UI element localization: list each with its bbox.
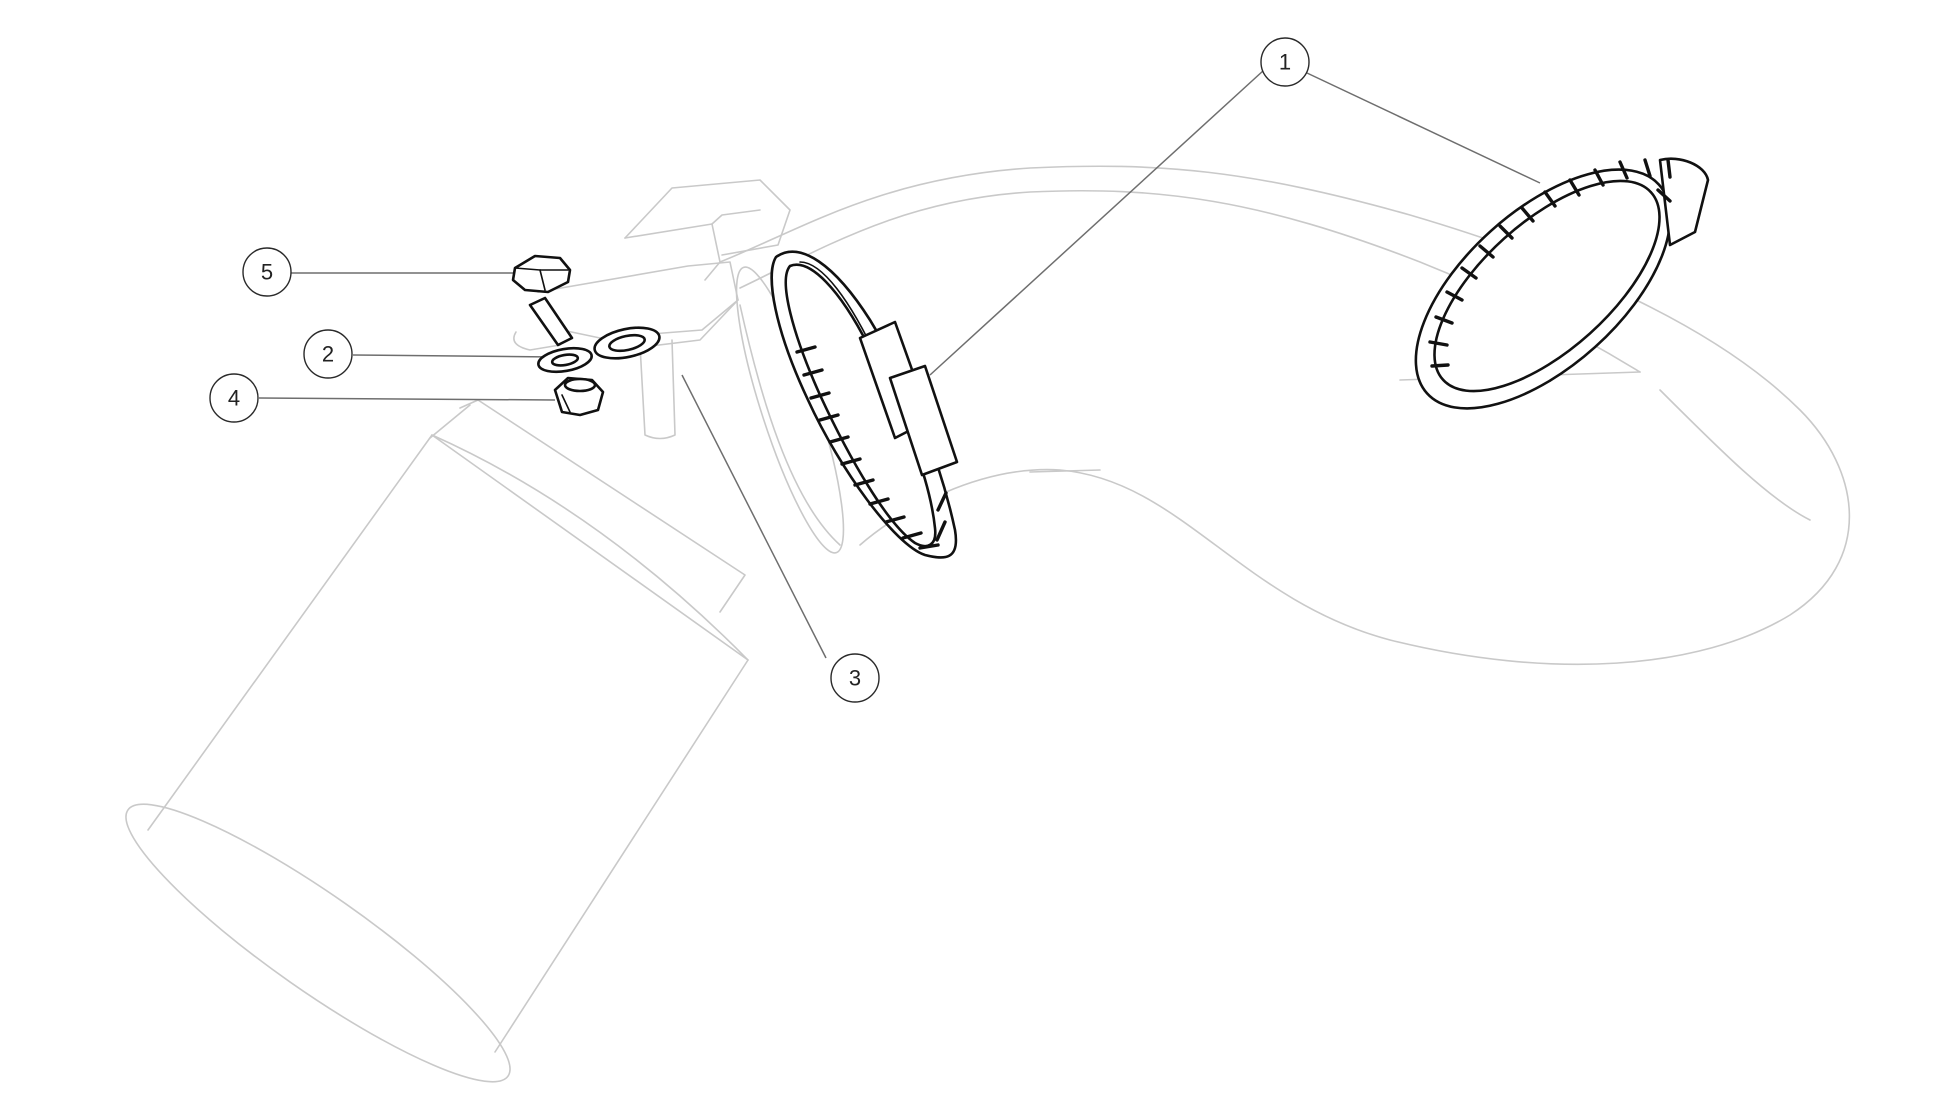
callout-3-label: 3 [849,666,861,691]
hose-clamp-right-slots [1428,158,1672,368]
ghost-curved-hose [719,165,1851,666]
hose-clamp-right [1414,157,1710,410]
leader-1a [929,69,1265,376]
callout-4-label: 4 [228,386,240,411]
ghost-lower-cylinder [125,399,749,1083]
callout-1: 1 [1260,37,1310,87]
callout-5: 5 [242,247,292,297]
hex-nut [553,376,605,417]
leader-lines [258,69,1541,659]
hose-clamp-left-slots [795,345,948,550]
callout-3: 3 [830,653,880,703]
callout-2-label: 2 [322,342,334,367]
hex-bolt [511,254,574,347]
callout-4: 4 [209,373,259,423]
hose-clamp-left [770,250,959,559]
leader-1b [1306,72,1541,184]
callout-1-label: 1 [1279,50,1291,75]
leader-4 [258,397,556,401]
callout-2: 2 [303,329,353,379]
callout-5-label: 5 [261,260,273,285]
leader-3 [681,374,827,659]
flat-washer [593,326,661,360]
leader-2 [352,354,556,358]
ghost-mounting-bracket [513,179,791,440]
lock-washer [537,346,593,374]
ghost-pipe-assembly [125,165,1851,1083]
